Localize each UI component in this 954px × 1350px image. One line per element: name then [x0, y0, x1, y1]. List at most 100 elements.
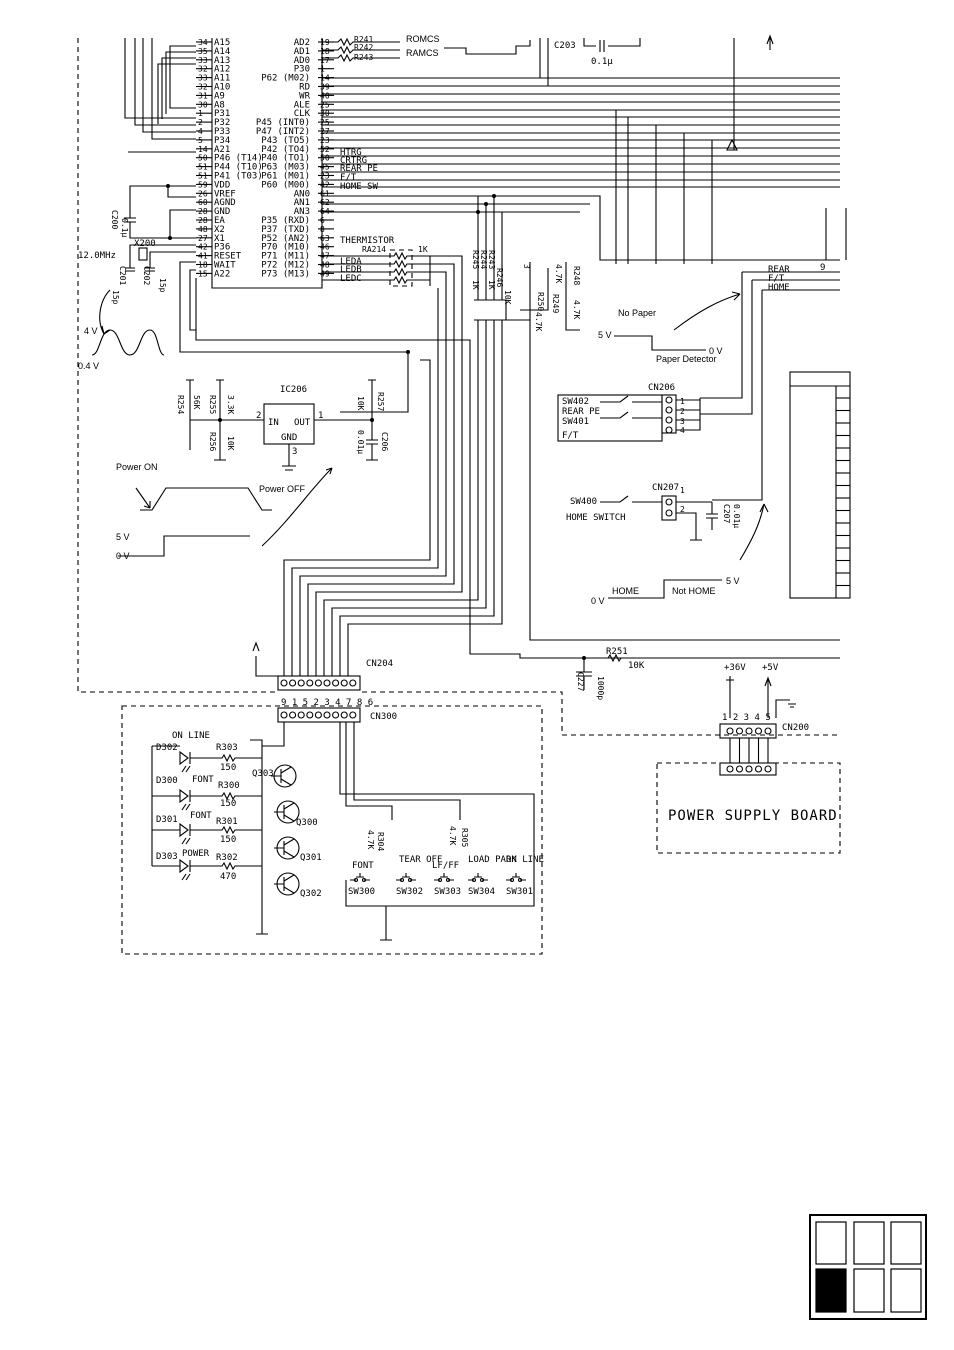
cpu-right-pin-name: AD1 — [294, 47, 310, 57]
cpu-left-pin-name: A14 — [214, 47, 230, 57]
cpu-right-pin-name: P43 (TO5) — [261, 136, 310, 146]
q300-label: Q300 — [296, 818, 318, 828]
ft-label: F/T — [340, 173, 357, 183]
online-led-label: ON LINE — [172, 731, 210, 741]
cpu-right-pin-name: AN0 — [294, 189, 310, 199]
sw-lfff-label: LF/FF — [432, 861, 459, 871]
r243-r246-resistors: R245 R244 R243 R246 1K 1K 10K — [471, 194, 512, 321]
r251-c227: R251 10K C227 1000p — [576, 647, 645, 700]
r248-r250-resistors: 3 4.7K R250 R249 R248 4.7K 4.7K — [500, 262, 581, 331]
sw304-label: SW304 — [468, 887, 495, 897]
arrow-down-marker — [726, 138, 738, 151]
r255-value: 3.3K — [226, 395, 235, 414]
cn204-pin — [323, 679, 331, 687]
cn300-pin — [297, 711, 305, 719]
cn300-pin — [280, 711, 288, 719]
c207-value: 0.01µ — [732, 504, 741, 528]
r244-label: R244 — [479, 250, 488, 269]
home-line-label: HOME — [768, 283, 790, 293]
r254-label: R254 — [176, 395, 185, 414]
cpu-left-pin-name: A10 — [214, 83, 230, 93]
r300-label: R300 — [218, 781, 240, 791]
v5-label: 5 V — [116, 532, 130, 542]
r241-label: R241 — [354, 35, 373, 44]
cn207-pin1: 1 — [680, 486, 685, 495]
power-on-label: Power ON — [116, 462, 158, 472]
q301-label: Q301 — [300, 853, 322, 863]
cn204-pin — [289, 679, 297, 687]
psb-pin — [735, 765, 744, 773]
ic206-out: OUT — [294, 418, 311, 428]
ic206-reset-ic: IC206 IN OUT GND 2 1 3 R254 56K R255 3.3… — [176, 379, 389, 471]
cn200-pin — [754, 727, 763, 735]
cpu-right-pin-name: WR — [299, 91, 310, 101]
sw-online-label: ON LINE — [506, 855, 544, 865]
cpu-right-pin-name: P70 (M10) — [261, 243, 310, 253]
cn300-pin — [306, 711, 314, 719]
led-diode — [179, 750, 189, 766]
cn200-pin — [726, 727, 734, 735]
panel-switch-pin — [445, 877, 451, 883]
transistor-leads — [271, 766, 292, 786]
r257-label: R257 — [376, 392, 385, 411]
r243-value: 1K — [487, 280, 496, 290]
transistor-leads — [274, 802, 295, 822]
right-bus-lines — [322, 38, 840, 264]
panel-switch-pin — [437, 877, 443, 883]
cpu-left-pin-name: VDD — [214, 180, 230, 190]
cpu-left-pin-name: P34 — [214, 136, 230, 146]
cn204-pin — [349, 679, 357, 687]
cpu-right-pin-name: AD2 — [294, 38, 310, 48]
cn207-switch-block: CN207 SW400 HOME SWITCH 1 2 C207 0.01µ — [566, 483, 769, 561]
sw-font-label: FONT — [352, 861, 374, 871]
cpu-left-pin-name: A21 — [214, 145, 230, 155]
c203-label: C203 — [554, 41, 576, 51]
ic206-pin3: 3 — [292, 447, 297, 457]
r249-value: 4.7K — [534, 312, 543, 331]
r245-label: R245 — [471, 250, 480, 269]
osc-high-voltage: 4 V — [84, 326, 98, 336]
main-board-outline — [77, 38, 840, 736]
sw401-ft: F/T — [562, 431, 579, 441]
cn204-pin-order: 9 1 5 2 3 4 7 8 6 — [281, 698, 373, 708]
cpu-left-pin-name: EA — [214, 216, 225, 226]
cpu-left-pin-name: A9 — [214, 91, 225, 101]
cpu-left-pin-name: A13 — [214, 56, 230, 66]
power-supply-board-label: POWER SUPPLY BOARD — [668, 808, 838, 824]
cpu-right-pin-name: CLK — [294, 109, 311, 119]
cn200-pin — [735, 727, 744, 735]
c227-value: 1000p — [596, 676, 605, 700]
ra214-label: RA214 — [362, 245, 386, 254]
cpu-right-pin-name: P47 (INT2) — [256, 127, 310, 137]
paper-detector-label: Paper Detector — [656, 354, 717, 364]
cpu-left-pin-name: A11 — [214, 74, 230, 84]
panel-board-outline — [121, 705, 543, 955]
cn300-pin — [349, 711, 357, 719]
leda-label: LEDA — [340, 257, 362, 267]
cn200-36v: +36V — [724, 663, 746, 673]
cpu-left-pin-name: VREF — [214, 189, 236, 199]
r256-label: R256 — [208, 432, 217, 451]
panel-switch-contact — [434, 873, 454, 881]
panel-switch-contact — [468, 873, 488, 881]
cn206-pin4: 4 — [680, 426, 685, 435]
font2-led-label: FONT — [190, 811, 212, 821]
right-sensor-lines: REAR F/T HOME 9 — [700, 208, 847, 501]
c202-value: 15p — [158, 278, 167, 293]
panel-switch-contact — [350, 873, 370, 881]
cpu-right-pin-name: P37 (TXD) — [261, 225, 310, 235]
cn204-pin — [340, 679, 348, 687]
rear-pe-label: REAR PE — [340, 164, 378, 174]
r256-value: 10K — [226, 436, 235, 451]
led-diode — [179, 858, 189, 874]
r302-value: 470 — [220, 872, 236, 882]
sw401-label: SW401 — [562, 417, 589, 427]
c201-value: 15p — [111, 290, 120, 305]
cpu-right-pin-name: P60 (M00) — [261, 180, 310, 190]
c203-capacitor: C203 0.1µ — [554, 34, 774, 67]
cpu-left-pin-name: P32 — [214, 118, 230, 128]
cpu-left-pin-name: A15 — [214, 38, 230, 48]
cn204-pin — [297, 679, 305, 687]
r305-label: R305 — [460, 828, 469, 847]
cpu-left-pin-name: A12 — [214, 65, 230, 75]
